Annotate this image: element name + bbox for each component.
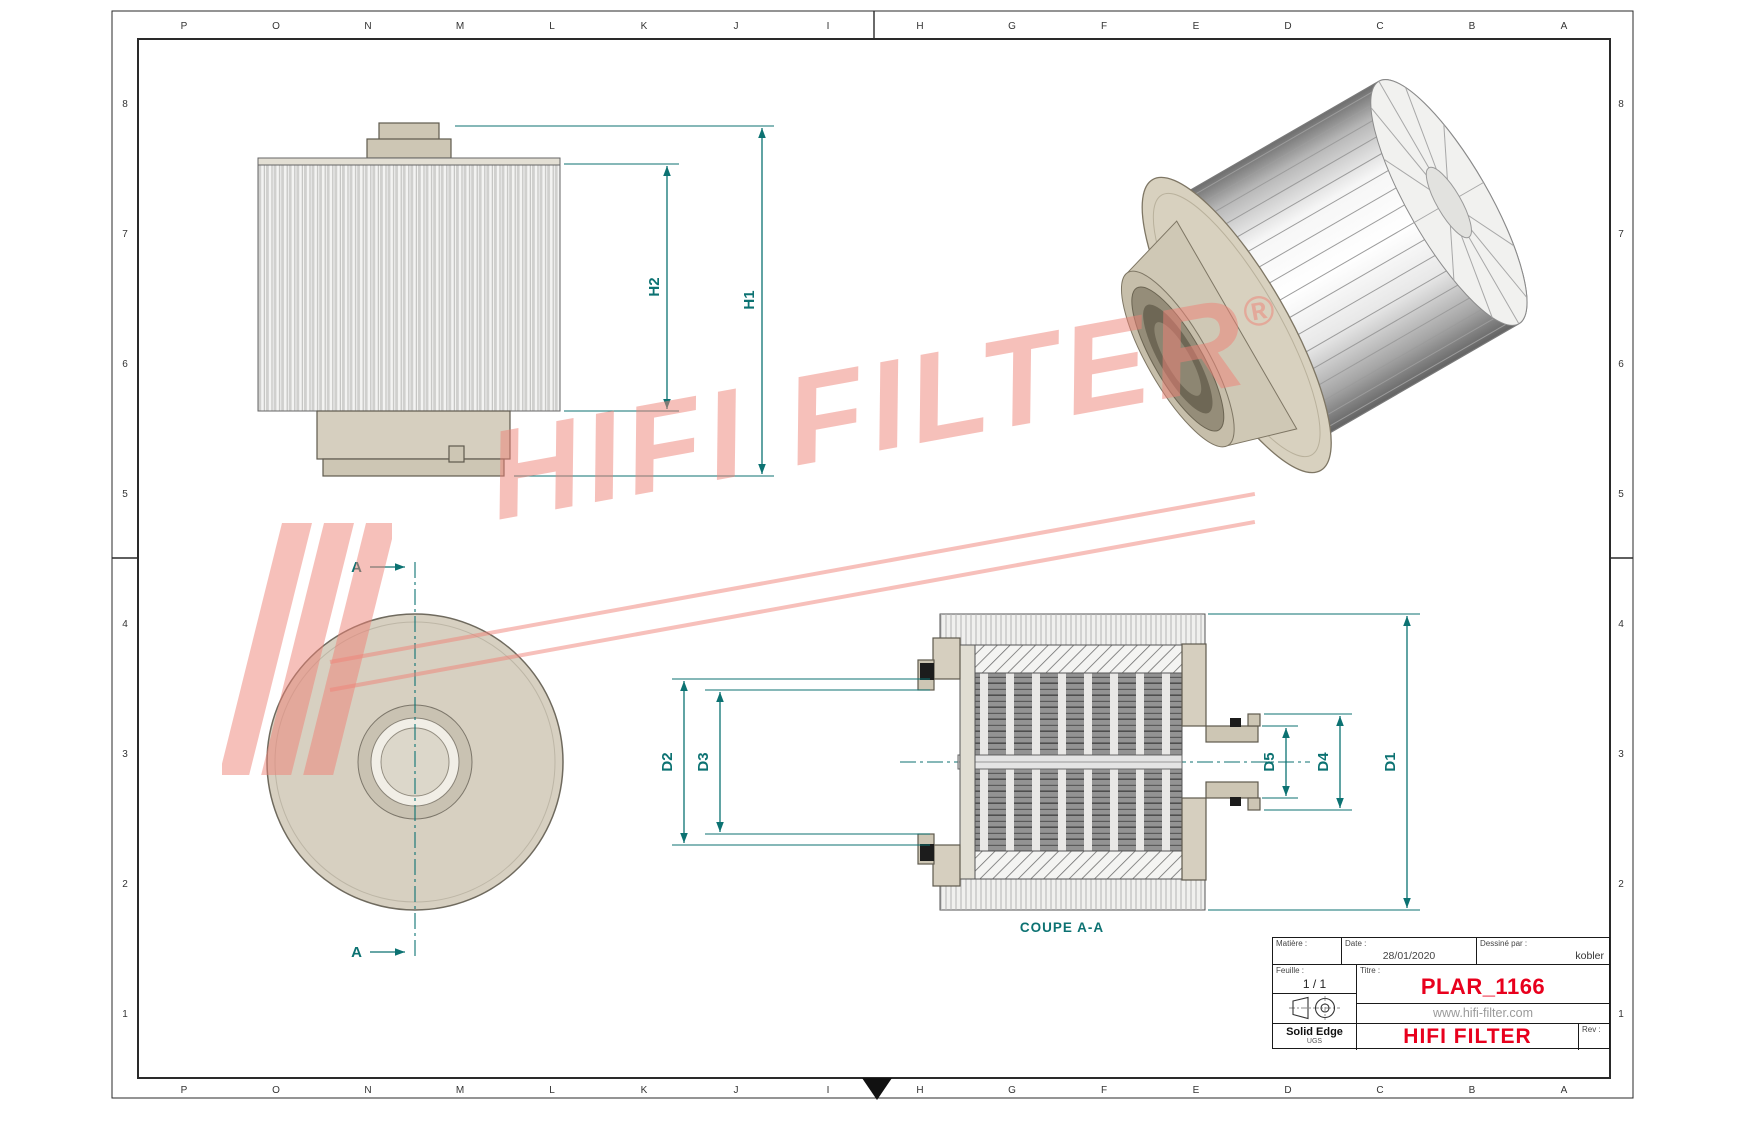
grid-number: 8 <box>1618 99 1624 110</box>
material-cell: Matière : <box>1273 938 1342 964</box>
title-block-row-info: Matière : Date : 28/01/2020 Dessiné par … <box>1273 938 1609 965</box>
cad-software-name: Solid Edge <box>1286 1026 1343 1038</box>
dim-label-d5: D5 <box>1261 752 1278 771</box>
gasket <box>920 663 934 680</box>
title-label: Titre : <box>1360 966 1381 975</box>
cut-letter-bottom: A <box>351 944 362 961</box>
grid-letter: A <box>1561 21 1568 32</box>
grid-letter: H <box>916 21 923 32</box>
grid-number: 6 <box>122 359 128 370</box>
grid-number: 7 <box>122 229 128 240</box>
title-cell: Titre : PLAR_1166 www.hifi-filter.com <box>1357 965 1609 1023</box>
grid-number: 6 <box>1618 359 1624 370</box>
grid-letter: N <box>364 1085 371 1096</box>
grid-letter: O <box>272 1085 280 1096</box>
grid-number: 4 <box>1618 619 1624 630</box>
grid-letter: I <box>827 21 830 32</box>
drawn-by-value: kobler <box>1575 950 1604 962</box>
grid-number: 4 <box>122 619 128 630</box>
sheet-value: 1 / 1 <box>1302 977 1327 991</box>
front-dimensions: H2 H1 <box>455 125 774 477</box>
grid-letter: J <box>734 21 739 32</box>
dim-label-d4: D4 <box>1315 752 1332 772</box>
website-text: www.hifi-filter.com <box>1432 1006 1534 1020</box>
grid-number: 5 <box>1618 489 1624 500</box>
grid-letter: G <box>1008 21 1016 32</box>
grid-letter: A <box>1561 1085 1568 1096</box>
gasket <box>920 844 934 861</box>
grid-letter: E <box>1193 1085 1200 1096</box>
iso-view <box>1120 79 1528 474</box>
section-view <box>900 613 1310 911</box>
grid-letter: M <box>456 1085 464 1096</box>
drawn-by-cell: Dessiné par : kobler <box>1477 938 1609 964</box>
grid-letter: C <box>1376 21 1383 32</box>
title-block: Matière : Date : 28/01/2020 Dessiné par … <box>1272 937 1610 1050</box>
grid-letter: C <box>1376 1085 1383 1096</box>
grid-letter: P <box>181 1085 188 1096</box>
o-ring <box>1230 718 1241 727</box>
sheet-number-cell: Feuille : 1 / 1 <box>1273 965 1356 994</box>
grid-letter: F <box>1101 1085 1107 1096</box>
date-cell: Date : 28/01/2020 <box>1342 938 1477 964</box>
sheet-cell: Feuille : 1 / 1 <box>1273 965 1357 1023</box>
grid-number: 1 <box>122 1009 128 1020</box>
grid-letter: E <box>1193 21 1200 32</box>
grid-letter: D <box>1284 21 1291 32</box>
cad-software-cell: Solid Edge UGS <box>1273 1024 1357 1050</box>
dim-label-d1: D1 <box>1382 752 1399 771</box>
projection-symbol-cell <box>1273 994 1356 1022</box>
cad-software-vendor: UGS <box>1306 1038 1323 1045</box>
grid-letter: J <box>734 1085 739 1096</box>
grid-number: 2 <box>122 879 128 890</box>
grid-letter: G <box>1008 1085 1016 1096</box>
brand-cell: HIFI FILTER <box>1357 1024 1579 1050</box>
o-ring <box>1230 797 1241 806</box>
center-mark-triangle <box>862 1078 892 1100</box>
grid-number: 8 <box>122 99 128 110</box>
grid-letter: I <box>827 1085 830 1096</box>
drawn-by-label: Dessiné par : <box>1480 939 1528 948</box>
grid-number: 1 <box>1618 1009 1624 1020</box>
cut-letter-top: A <box>351 559 362 576</box>
grid-number: 3 <box>122 749 128 760</box>
grid-letter: K <box>641 1085 648 1096</box>
revision-label: Rev : <box>1582 1025 1601 1034</box>
grid-letter: K <box>641 21 648 32</box>
sheet-label: Feuille : <box>1276 966 1305 975</box>
dim-label-h2: H2 <box>646 277 663 296</box>
grid-letter: H <box>916 1085 923 1096</box>
section-title: COUPE A-A <box>1020 920 1104 935</box>
grid-letter: M <box>456 21 464 32</box>
title-block-row-title: Feuille : 1 / 1 Titre : PLAR_1166 www.hi… <box>1273 965 1609 1023</box>
title-divider <box>1357 1003 1609 1004</box>
dim-label-d3: D3 <box>695 752 712 771</box>
grid-letter: L <box>549 21 555 32</box>
grid-number: 7 <box>1618 229 1624 240</box>
title-block-row-brand: Solid Edge UGS HIFI FILTER Rev : <box>1273 1023 1609 1050</box>
projection-symbol-icon <box>1288 996 1340 1020</box>
grid-references: P O N M L K J I H G F E D C B A P O N M … <box>122 21 1624 1096</box>
dim-label-d2: D2 <box>659 752 676 771</box>
grid-number: 5 <box>122 489 128 500</box>
front-view <box>257 122 561 477</box>
dim-label-h1: H1 <box>741 290 758 309</box>
date-label: Date : <box>1345 939 1367 948</box>
grid-letter: N <box>364 21 371 32</box>
grid-number: 3 <box>1618 749 1624 760</box>
revision-cell: Rev : <box>1579 1024 1609 1050</box>
material-label: Matière : <box>1276 939 1308 948</box>
grid-letter: D <box>1284 1085 1291 1096</box>
part-number: PLAR_1166 <box>1420 974 1546 999</box>
grid-letter: B <box>1469 1085 1476 1096</box>
brand-name: HIFI FILTER <box>1403 1025 1532 1048</box>
grid-letter: B <box>1469 21 1476 32</box>
grid-letter: P <box>181 21 188 32</box>
grid-number: 2 <box>1618 879 1624 890</box>
grid-letter: O <box>272 21 280 32</box>
grid-letter: L <box>549 1085 555 1096</box>
date-value: 28/01/2020 <box>1382 950 1436 962</box>
grid-letter: F <box>1101 21 1107 32</box>
